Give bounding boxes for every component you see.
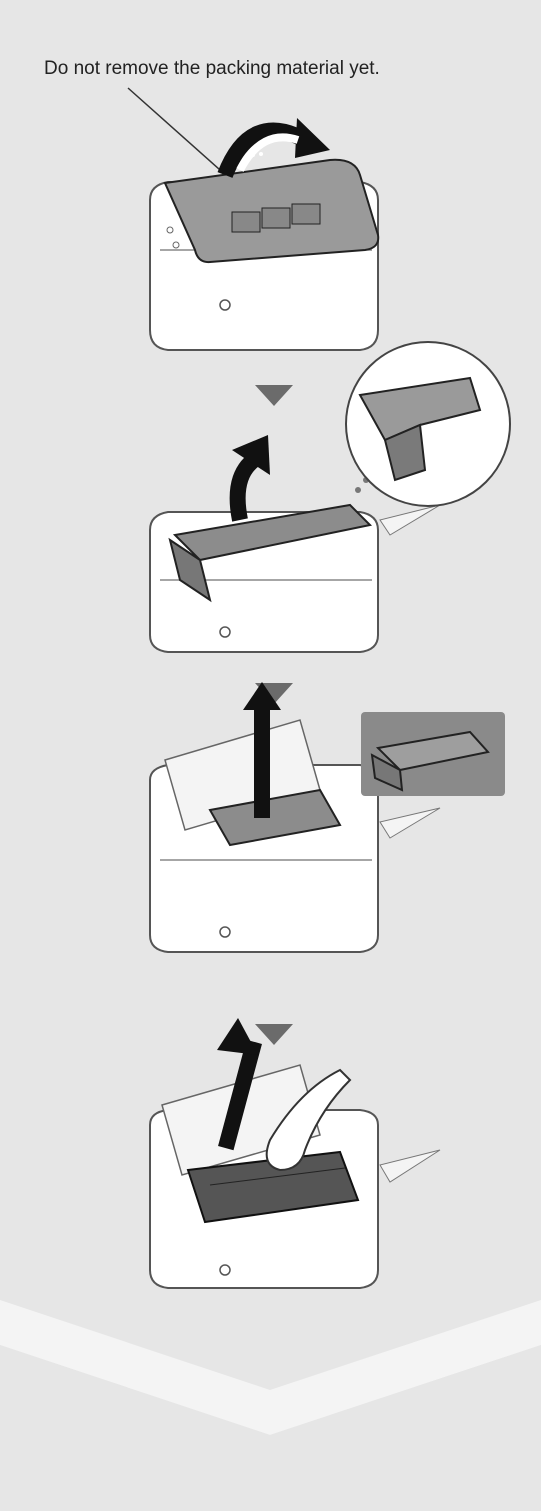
packing-tab-detail-icon: [346, 342, 510, 506]
instruction-caption: Do not remove the packing material yet.: [44, 58, 380, 80]
packing-material-part-icon: [361, 712, 505, 796]
